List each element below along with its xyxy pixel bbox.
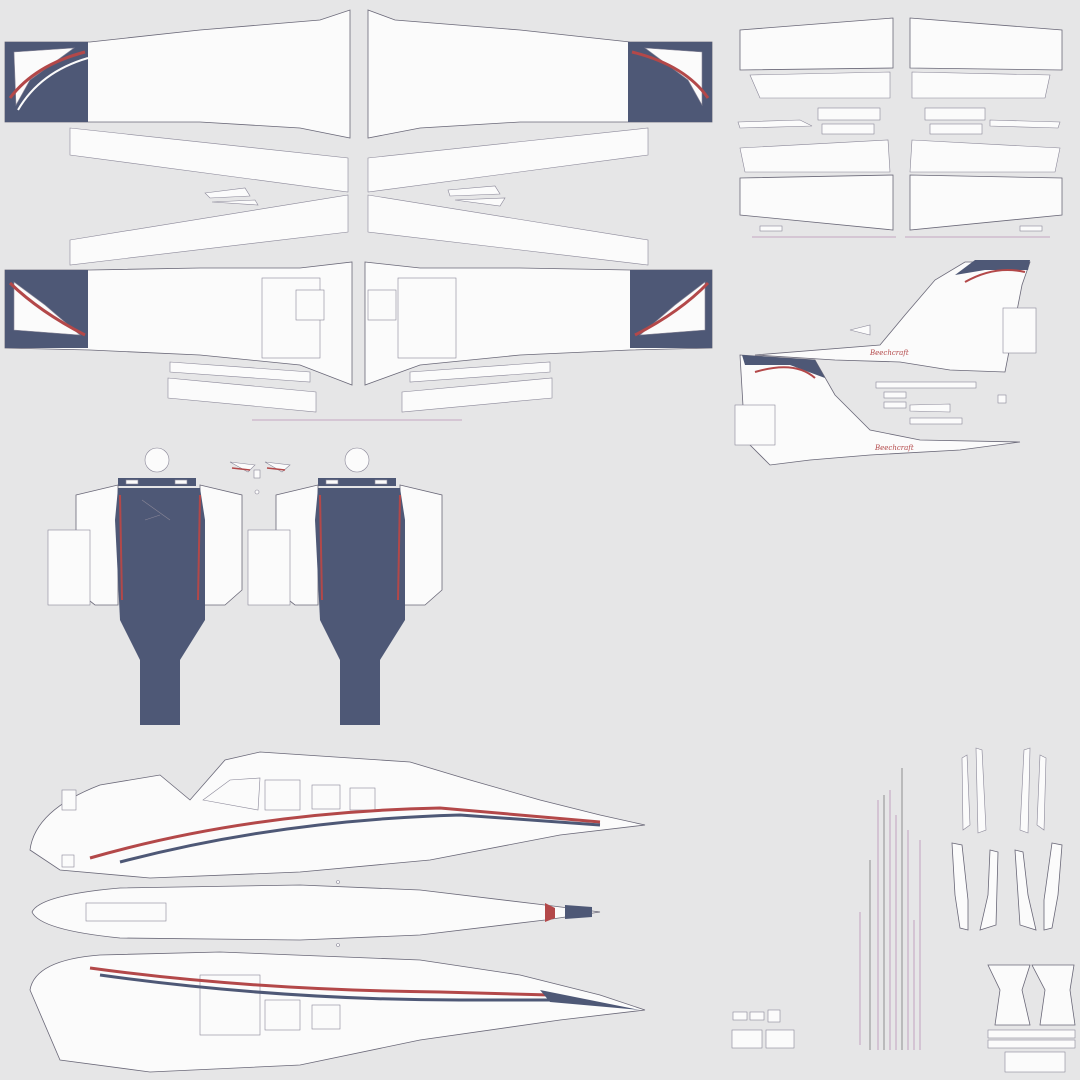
wing-lower-right-island xyxy=(364,261,713,386)
tail-livery-text-lower: Beechcraft xyxy=(874,444,914,452)
trailing-strips-bottom xyxy=(167,361,553,421)
fuselage-side-lower xyxy=(29,951,646,1073)
vertical-tail-lower: Beechcraft xyxy=(734,354,1021,466)
vertical-tail-upper: Beechcraft xyxy=(754,260,1037,373)
nacelle-left xyxy=(47,447,243,725)
aileron-strip-lower-left xyxy=(69,194,349,266)
flap-strip-upper-left xyxy=(69,127,349,193)
bottom-right-small-parts xyxy=(731,1009,795,1049)
fuselage-side-upper xyxy=(29,751,646,879)
h-stab-top-right xyxy=(909,17,1063,135)
antenna-lines xyxy=(859,768,921,1050)
flap-strip-upper-right xyxy=(367,127,649,193)
h-stab-bottom-left xyxy=(739,139,896,238)
cowl-flap-panels xyxy=(987,964,1076,1073)
wing-upper-left-island xyxy=(4,9,351,139)
h-stab-small-parts xyxy=(737,119,1061,129)
landing-gear-doors xyxy=(951,747,1063,931)
fuselage-bottom xyxy=(31,880,601,947)
aileron-strip-lower-right xyxy=(367,194,649,266)
h-stab-bottom-right xyxy=(905,139,1063,238)
nacelle-right xyxy=(247,447,443,725)
wing-lower-left-island xyxy=(4,261,353,386)
tail-small-parts xyxy=(875,381,1007,425)
nacelle-small-parts xyxy=(229,461,291,495)
small-parts-center xyxy=(204,185,506,207)
wing-upper-right-island xyxy=(367,9,713,139)
h-stab-top-left xyxy=(739,17,894,135)
tail-livery-text: Beechcraft xyxy=(869,349,909,357)
